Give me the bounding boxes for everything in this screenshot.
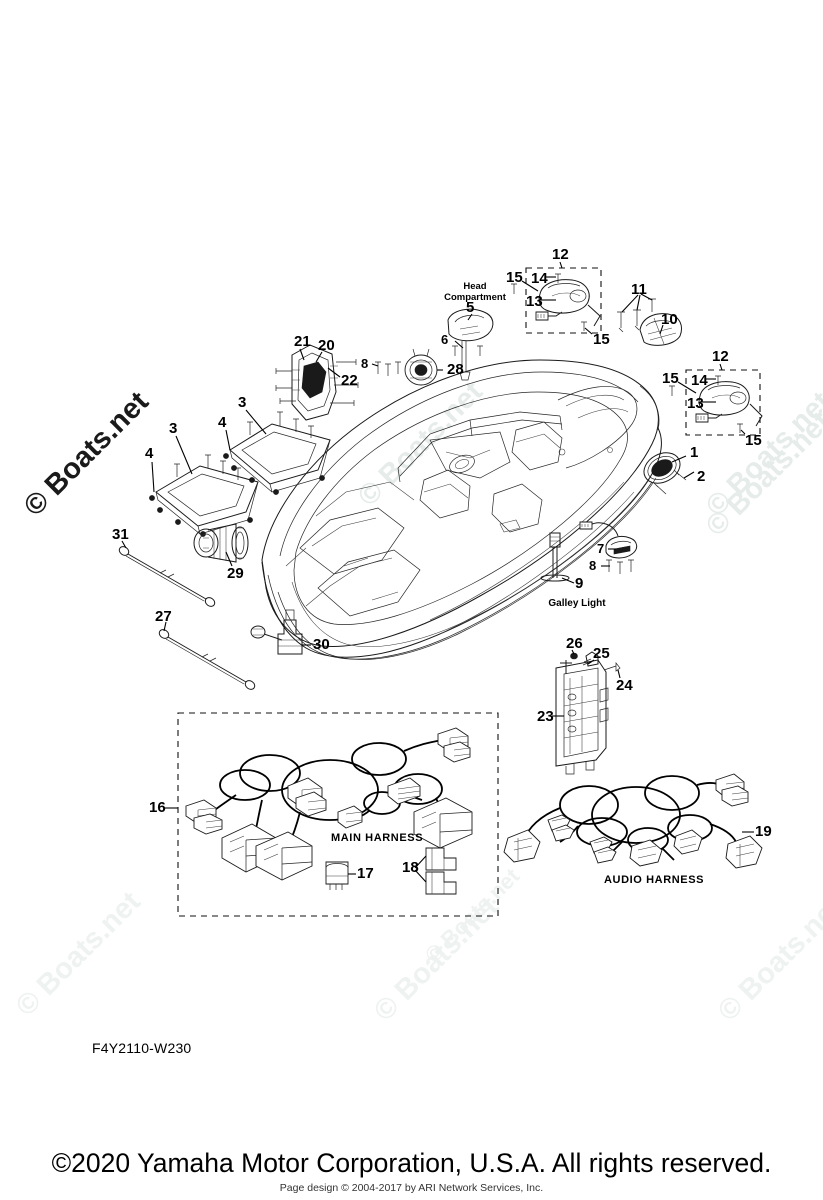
audio-connector-mid-right — [673, 829, 703, 855]
harness-connector-mid — [287, 777, 327, 817]
audio-connector-left — [503, 829, 541, 863]
callout-15-left-upper: 15 — [506, 269, 523, 286]
callout-14-right: 14 — [691, 372, 708, 389]
audio-connector-rca-1 — [547, 814, 575, 842]
copyright-notice: ©2020 Yamaha Motor Corporation, U.S.A. A… — [51, 1148, 772, 1178]
callout-24: 24 — [616, 677, 633, 694]
callout-19: 19 — [755, 823, 772, 840]
part-9-galley-light — [540, 532, 570, 582]
audio-connector-rca-2 — [589, 836, 617, 864]
callout-1: 1 — [690, 444, 699, 461]
part-19-audio-harness — [503, 773, 763, 869]
callout-29: 29 — [227, 565, 244, 582]
part-12-stereo-assembly-left — [511, 267, 602, 334]
callout-12-left: 12 — [552, 246, 569, 263]
part-7-8-courtesy-light — [579, 521, 638, 574]
callout-13-left: 13 — [526, 293, 543, 310]
callout-8-courtesy: 8 — [589, 558, 597, 573]
part-27-ground-lead-short — [158, 629, 256, 690]
callout-4-front: 4 — [218, 414, 227, 431]
part-1-2-speaker — [643, 452, 687, 495]
callout-6: 6 — [441, 332, 449, 347]
harness-connector-top-right — [437, 727, 471, 763]
callout-31: 31 — [112, 526, 129, 543]
leader-lines — [121, 261, 754, 883]
callout-14-left: 14 — [531, 270, 548, 287]
part-23-26-fuse-box — [555, 651, 621, 775]
part-18-connector-pair — [425, 847, 457, 895]
harness-connector-bottom-right — [413, 797, 473, 849]
label-head-compartment-line1: Head — [463, 281, 487, 292]
harness-connector-left — [185, 799, 223, 835]
callout-2: 2 — [697, 468, 706, 485]
boat-hull-illustration — [261, 359, 662, 660]
callout-22: 22 — [341, 372, 358, 389]
callout-3-rear: 3 — [169, 420, 178, 437]
callout-18: 18 — [402, 859, 419, 876]
part-5-6-head-compartment-light — [447, 308, 494, 381]
label-main-harness: MAIN HARNESS — [331, 832, 424, 844]
part-8-horn-screws — [375, 361, 401, 376]
callout-21: 21 — [294, 333, 311, 350]
callout-20: 20 — [318, 337, 335, 354]
callout-8-horn: 8 — [361, 356, 369, 371]
callout-12-right: 12 — [712, 348, 729, 365]
part-17-relay — [325, 861, 349, 890]
label-galley-light: Galley Light — [548, 598, 606, 609]
part-31-ground-lead-long — [118, 546, 216, 607]
callout-25: 25 — [593, 645, 610, 662]
label-audio-harness: AUDIO HARNESS — [604, 874, 705, 886]
harness-connector-center-single — [337, 805, 363, 829]
part-30-drain-plug-switch — [250, 609, 303, 655]
callout-28: 28 — [447, 361, 464, 378]
part-3-4-speaker-bracket-front — [223, 411, 331, 495]
callout-5: 5 — [466, 299, 475, 316]
callout-4-rear: 4 — [145, 445, 154, 462]
callout-15-left-lower: 15 — [593, 331, 610, 348]
callout-30: 30 — [313, 636, 330, 653]
diagram-reference-number: F4Y2110-W230 — [92, 1040, 192, 1056]
audio-connector-bottom-right — [725, 835, 763, 869]
audio-connector-center — [629, 839, 663, 867]
audio-connector-top-right — [715, 773, 749, 807]
harness-connector-bottom-left-2 — [255, 831, 313, 881]
part-29-accessory-socket — [193, 523, 249, 563]
callout-26: 26 — [566, 635, 583, 652]
callout-7: 7 — [597, 541, 605, 556]
callout-17: 17 — [357, 865, 374, 882]
label-head-compartment-line2: Compartment — [444, 292, 506, 303]
callout-23: 23 — [537, 708, 554, 725]
page-design-credit: Page design © 2004-2017 by ARI Network S… — [279, 1182, 544, 1194]
callout-11: 11 — [631, 281, 647, 298]
callout-16: 16 — [149, 799, 166, 816]
callout-13-right: 13 — [687, 395, 704, 412]
callout-27: 27 — [155, 608, 172, 625]
part-20-21-22-junction-block — [275, 344, 359, 421]
callout-15-right-upper: 15 — [662, 370, 679, 387]
part-3-4-speaker-bracket-rear — [149, 454, 259, 537]
part-28-horn — [404, 348, 438, 386]
callout-9: 9 — [575, 575, 584, 592]
callout-3-front: 3 — [238, 394, 247, 411]
label-head-compartment: Head Compartment — [443, 281, 507, 303]
callout-10: 10 — [661, 311, 678, 328]
callout-15-right-lower: 15 — [745, 432, 762, 449]
part-16-main-harness — [177, 712, 499, 917]
part-12-stereo-assembly-right — [669, 369, 763, 436]
part-10-11-dome-light — [617, 298, 682, 346]
harness-connector-right-stack — [387, 777, 421, 805]
